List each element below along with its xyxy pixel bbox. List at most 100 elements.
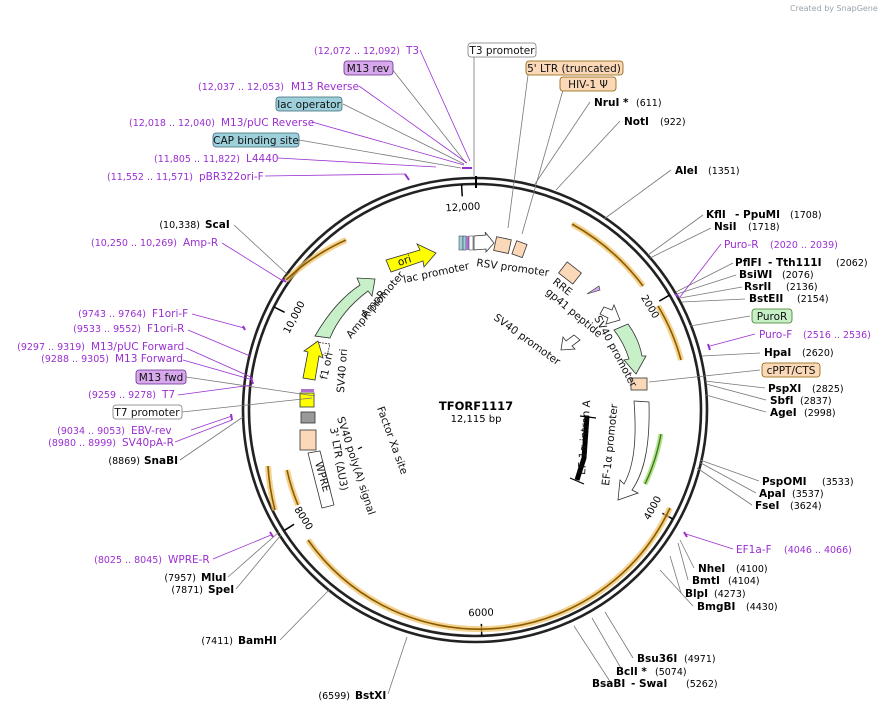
enzyme-apai-pos: (3537): [792, 489, 824, 500]
scale-tick-label: 4000: [642, 494, 664, 522]
primer-puro-f-range: (2516 .. 2536): [803, 330, 871, 341]
ltr5-label-box: [525, 60, 624, 76]
ef1a-intron-label: EF-1α intron A: [576, 399, 593, 475]
m13rev-label-box: [343, 60, 394, 76]
enzyme-sbfi-name: SbfI: [770, 395, 794, 407]
scale-tick: [658, 294, 670, 302]
leader-agei: [705, 394, 767, 413]
enzyme-fsei-pos: (3624): [790, 501, 822, 512]
f1-ori-label: f1 ori: [318, 351, 335, 380]
inner-features: [299, 231, 650, 509]
primer-ebv-range: (9034 .. 9053): [57, 426, 125, 437]
enzyme-spei-pos: (7871): [171, 585, 203, 596]
scale-tick: [460, 184, 463, 197]
leader-spei: [235, 534, 282, 590]
arc-left-lower-a-core: [267, 465, 276, 511]
leader-lines: [174, 49, 767, 695]
puror-label-text: PuroR: [757, 311, 788, 323]
leader-hiv: [521, 89, 564, 235]
sv40-promoter-a-feature: [599, 303, 621, 325]
m13-box: [466, 236, 469, 250]
enzyme-swai-name: SwaI: [639, 678, 667, 690]
rsv-promoter-label: RSV promoter: [476, 257, 551, 279]
enzyme-pflfi-name: PflFI: [735, 257, 762, 269]
puror-feature: [613, 323, 647, 375]
enzyme-noti-name: NotI: [624, 116, 649, 128]
enzyme-noti-pos: (922): [660, 117, 686, 128]
t7-promoter-box: [112, 404, 183, 420]
arc-left-upper-core: [285, 239, 347, 281]
enzyme-bsabi-pos: (5262): [686, 679, 718, 690]
arc-right-upper: [655, 304, 684, 361]
scale-tick: [273, 306, 285, 314]
leader-bsteii: [681, 298, 746, 303]
enzyme-rsrii-pos: (2136): [786, 282, 818, 293]
puror-label-box: [751, 308, 793, 324]
enzyme-alei-name: AleI: [675, 165, 698, 177]
watermark-text: Created by SnapGene: [790, 4, 878, 13]
leader-cap: [298, 139, 462, 169]
factor-xa-feature: [357, 446, 363, 450]
leader-sv40pa: [174, 419, 233, 443]
primer-sv40pa-name: SV40pA-R: [122, 437, 174, 449]
enzyme-hpai-pos: (2620): [802, 348, 834, 359]
t3-promoter-box: [467, 42, 537, 58]
leader-pbr322: [264, 173, 406, 177]
enzyme-scai-pos: (10,338): [159, 220, 200, 231]
arc-right-upper-core: [657, 305, 682, 361]
leader-t7: [177, 384, 253, 396]
enzyme-bmgbi-name: BmgBI: [697, 601, 735, 613]
ef1a-promoter-label: EF-1α promoter: [600, 403, 621, 487]
enzyme-blpi-pos: (4273): [714, 589, 746, 600]
m13fwd-label-box: [135, 369, 187, 385]
enzyme-nrui-name: NruI *: [594, 97, 629, 109]
primer-mark-m13: [250, 377, 254, 385]
primer-amp-r-range: (10,250 .. 10,269): [91, 238, 177, 249]
enzyme-bamhi-name: BamHI: [238, 635, 277, 647]
arc-left-lower-b-core: [286, 469, 299, 506]
enzyme-alei-pos: (1351): [708, 166, 740, 177]
cppt-label-box: [761, 362, 821, 378]
cppt-box: [630, 377, 648, 391]
primer-mark-ef1a: [683, 531, 688, 538]
primer-wpre-r-name: WPRE-R: [168, 554, 210, 566]
enzyme-kfli-pos: (1708): [790, 210, 822, 221]
leader-m13puc-reverse: [311, 121, 465, 166]
sv40-promoter-b-feature: [560, 334, 581, 351]
wpre-feature: [307, 450, 335, 509]
enzyme-nhei-pos: (4100): [736, 564, 768, 575]
primer-marks: [230, 167, 711, 538]
gp41-feature: [586, 285, 601, 295]
enzyme-ppumi-name: PpuMI: [743, 209, 780, 221]
leader-t3: [419, 49, 471, 162]
ori-feature: [385, 243, 437, 273]
primer-labels: (12,072 .. 12,092) T3 (12,037 .. 12,053)…: [17, 45, 871, 566]
enzyme-bsiwi-name: BsiWI: [739, 269, 772, 281]
enzyme-tth111i-name: Tth111I: [776, 257, 821, 269]
enzyme-pspxi-pos: (2825): [812, 384, 844, 395]
hiv-psi-box: [511, 240, 528, 259]
boxed-labels: T3 promoter 5' LTR (truncated) HIV-1 Ψ M…: [112, 42, 821, 420]
leader-ef1a-f: [685, 533, 734, 550]
leader-puro-r: [679, 243, 722, 298]
ef1a-intron-end: [579, 415, 597, 419]
enzyme-snabi-pos: (8869): [108, 456, 140, 467]
primer-l4440-range: (11,805 .. 11,822): [154, 154, 240, 165]
primer-puro-f-name: Puro-F: [759, 329, 792, 341]
enzyme-snabi-name: SnaBI: [144, 455, 178, 467]
enzyme-kfli-sep: -: [735, 209, 739, 221]
primer-wpre-r-range: (8025 .. 8045): [94, 555, 162, 566]
rsv-promoter-feature: [473, 231, 495, 254]
leader-m13puc-fwd: [185, 347, 254, 379]
primer-m13puc-fwd-name: M13/pUC Forward: [91, 341, 184, 353]
enzyme-pspxi-name: PspXI: [768, 383, 801, 395]
ampr-promoter-label: AmpR promoter: [344, 269, 407, 341]
enzyme-bamhi-pos: (7411): [201, 636, 233, 647]
sv40-promoter-b-label: SV40 promoter: [491, 312, 563, 369]
enzyme-labels-right: NruI * (611) NotI (922) AleI (1351) KflI…: [592, 97, 868, 690]
enzyme-pflfi-sep: -: [768, 257, 772, 269]
cap-site-box: [212, 132, 300, 148]
primer-t3-name: T3: [405, 45, 419, 57]
grey-box: [300, 411, 316, 424]
enzyme-bsu36i-pos: (4971): [684, 654, 716, 665]
